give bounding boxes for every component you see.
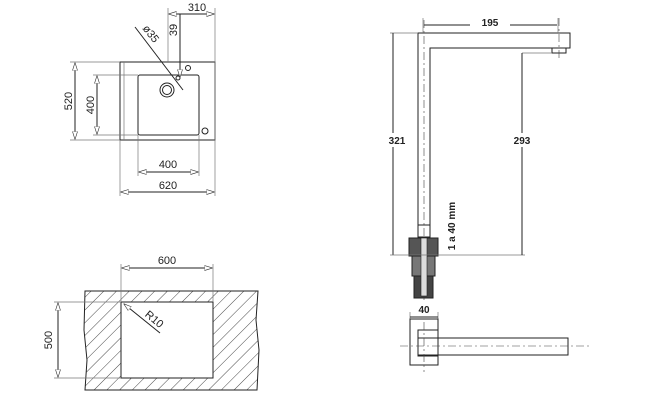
- tap-hole: [201, 127, 209, 135]
- dim-depth-bowl: 400: [85, 96, 97, 114]
- drain-icon: [159, 82, 175, 98]
- dim-tap-hole-diameter: ø35: [140, 23, 161, 45]
- dim-width-overall: 620: [159, 180, 177, 192]
- dim-reach: 195: [482, 18, 499, 29]
- faucet-arm-top: [417, 337, 569, 356]
- sink-plan-view: 520 400 400 620 310 39 ø35: [63, 2, 216, 196]
- dim-width-bowl: 400: [159, 159, 177, 171]
- overflow-hole: [185, 65, 191, 71]
- faucet-body: [417, 32, 571, 254]
- dim-cutout-depth: 500: [43, 331, 55, 349]
- dim-tap-hole-offset: 39: [168, 24, 180, 36]
- faucet-side-view: 195 321 293 1 a 40 mm: [385, 14, 571, 300]
- dim-worktop-thickness: 1 a 40 mm: [447, 202, 458, 250]
- dim-spout-height: 293: [514, 136, 531, 147]
- dim-cutout-width: 600: [158, 255, 176, 267]
- sink-outline: [119, 61, 216, 141]
- cutout-opening: [120, 301, 214, 379]
- dim-base-width: 40: [418, 305, 430, 316]
- dim-depth-overall: 520: [63, 92, 75, 110]
- dim-tap-offset: 310: [188, 2, 206, 14]
- cutout-view: 600 500 R10: [43, 255, 260, 391]
- dim-height: 321: [389, 136, 406, 147]
- sink-bowl: [137, 74, 200, 136]
- faucet-top-view: 40: [400, 305, 590, 372]
